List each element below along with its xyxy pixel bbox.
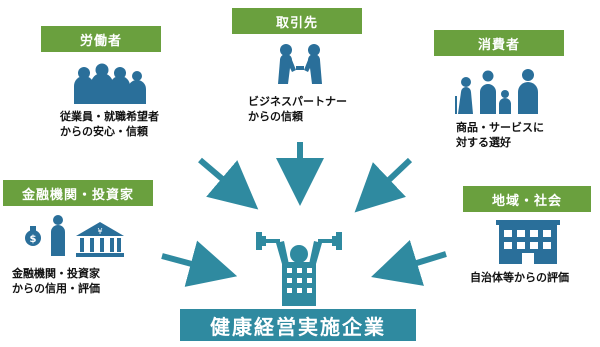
desc-line: ビジネスパートナー	[248, 95, 347, 108]
arrow-from-employees	[198, 157, 259, 210]
desc-line: 自治体等からの評価	[470, 271, 569, 284]
stakeholder-label-consumers: 消費者	[434, 30, 564, 56]
family-icon	[455, 69, 538, 114]
stakeholder-label-finance: 金融機関・投資家	[3, 180, 153, 206]
desc-line: 従業員・就職希望者	[60, 110, 159, 123]
center-company-title: 健康経営実施企業	[180, 309, 416, 341]
handshake-icon	[278, 44, 322, 84]
desc-line: からの信用・評価	[12, 282, 100, 295]
stakeholder-label-employees: 労働者	[41, 26, 161, 52]
svg-text:¥: ¥	[97, 227, 102, 236]
bank-investor-icon: $ ¥	[25, 215, 124, 257]
stakeholder-desc-consumers: 商品・サービスに 対する選好	[456, 120, 544, 150]
svg-text:$: $	[30, 234, 37, 245]
stakeholder-desc-community: 自治体等からの評価	[470, 270, 569, 285]
stakeholder-desc-finance: 金融機関・投資家 からの信用・評価	[12, 266, 100, 296]
desc-line: からの信頼	[248, 110, 303, 123]
stakeholder-label-partners: 取引先	[232, 8, 362, 34]
desc-line: 金融機関・投資家	[12, 267, 100, 280]
desc-line: からの安心・信頼	[60, 125, 148, 138]
stakeholder-desc-employees: 従業員・就職希望者 からの安心・信頼	[60, 109, 159, 139]
arrow-from-community	[371, 240, 447, 286]
stakeholder-label-community: 地域・社会	[463, 186, 591, 212]
people-group-icon	[74, 63, 146, 104]
desc-line: 商品・サービスに	[456, 121, 544, 134]
arrow-from-consumers	[354, 157, 413, 213]
government-building-icon	[496, 220, 560, 264]
arrows	[161, 142, 447, 287]
desc-line: 対する選好	[456, 136, 511, 149]
arrow-from-finance	[161, 240, 238, 287]
stakeholder-desc-partners: ビジネスパートナー からの信頼	[248, 94, 347, 124]
building-dumbbell-icon	[256, 232, 342, 306]
